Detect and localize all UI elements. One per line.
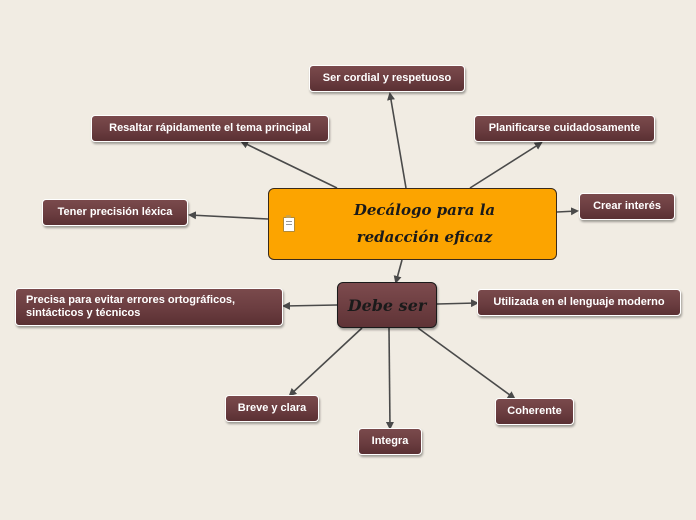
node-label: Crear interés: [593, 200, 661, 212]
node-precision-lexica[interactable]: Tener precisión léxica: [42, 199, 188, 226]
connector-resaltar: [240, 141, 338, 189]
connector-planificarse: [469, 141, 543, 189]
node-integra[interactable]: Integra: [358, 428, 422, 455]
connector-precisa: [282, 301, 338, 310]
connector-breve: [288, 327, 363, 397]
node-utilizada[interactable]: Utilizada en el lenguaje moderno: [477, 289, 681, 316]
node-label: Precisa para evitar errores ortográficos…: [26, 294, 236, 319]
node-label: Utilizada en el lenguaje moderno: [493, 296, 665, 308]
connector-interes: [556, 207, 579, 216]
node-label: Planificarse cuidadosamente: [488, 122, 641, 134]
root-node[interactable]: Decálogo para la redacción eficaz: [268, 188, 557, 260]
node-label: Ser cordial y respetuoso: [322, 72, 452, 84]
sub-node-debe-ser[interactable]: Debe ser: [337, 282, 437, 328]
node-crear-interes[interactable]: Crear interés: [579, 193, 675, 220]
sub-title: Debe ser: [347, 295, 427, 315]
node-label: Integra: [371, 435, 409, 447]
root-title: Decálogo para la redacción eficaz: [353, 201, 496, 246]
connector-integra: [385, 327, 394, 430]
note-icon[interactable]: [283, 215, 295, 232]
node-label: Breve y clara: [237, 402, 307, 414]
node-planificarse[interactable]: Planificarse cuidadosamente: [474, 115, 655, 142]
node-breve-clara[interactable]: Breve y clara: [225, 395, 319, 422]
node-ser-cordial[interactable]: Ser cordial y respetuoso: [309, 65, 465, 92]
node-label: Tener precisión léxica: [57, 206, 173, 218]
connector-coherente: [417, 327, 516, 400]
node-label: Resaltar rápidamente el tema principal: [109, 122, 311, 134]
connector-cordial: [387, 92, 407, 189]
connector-utilizada: [436, 299, 479, 308]
node-label: Coherente: [507, 405, 562, 417]
connector-root-sub: [393, 259, 403, 284]
node-resaltar-tema[interactable]: Resaltar rápidamente el tema principal: [91, 115, 329, 142]
connector-precision: [188, 211, 269, 220]
node-coherente[interactable]: Coherente: [495, 398, 574, 425]
node-precisa[interactable]: Precisa para evitar errores ortográficos…: [15, 288, 283, 326]
